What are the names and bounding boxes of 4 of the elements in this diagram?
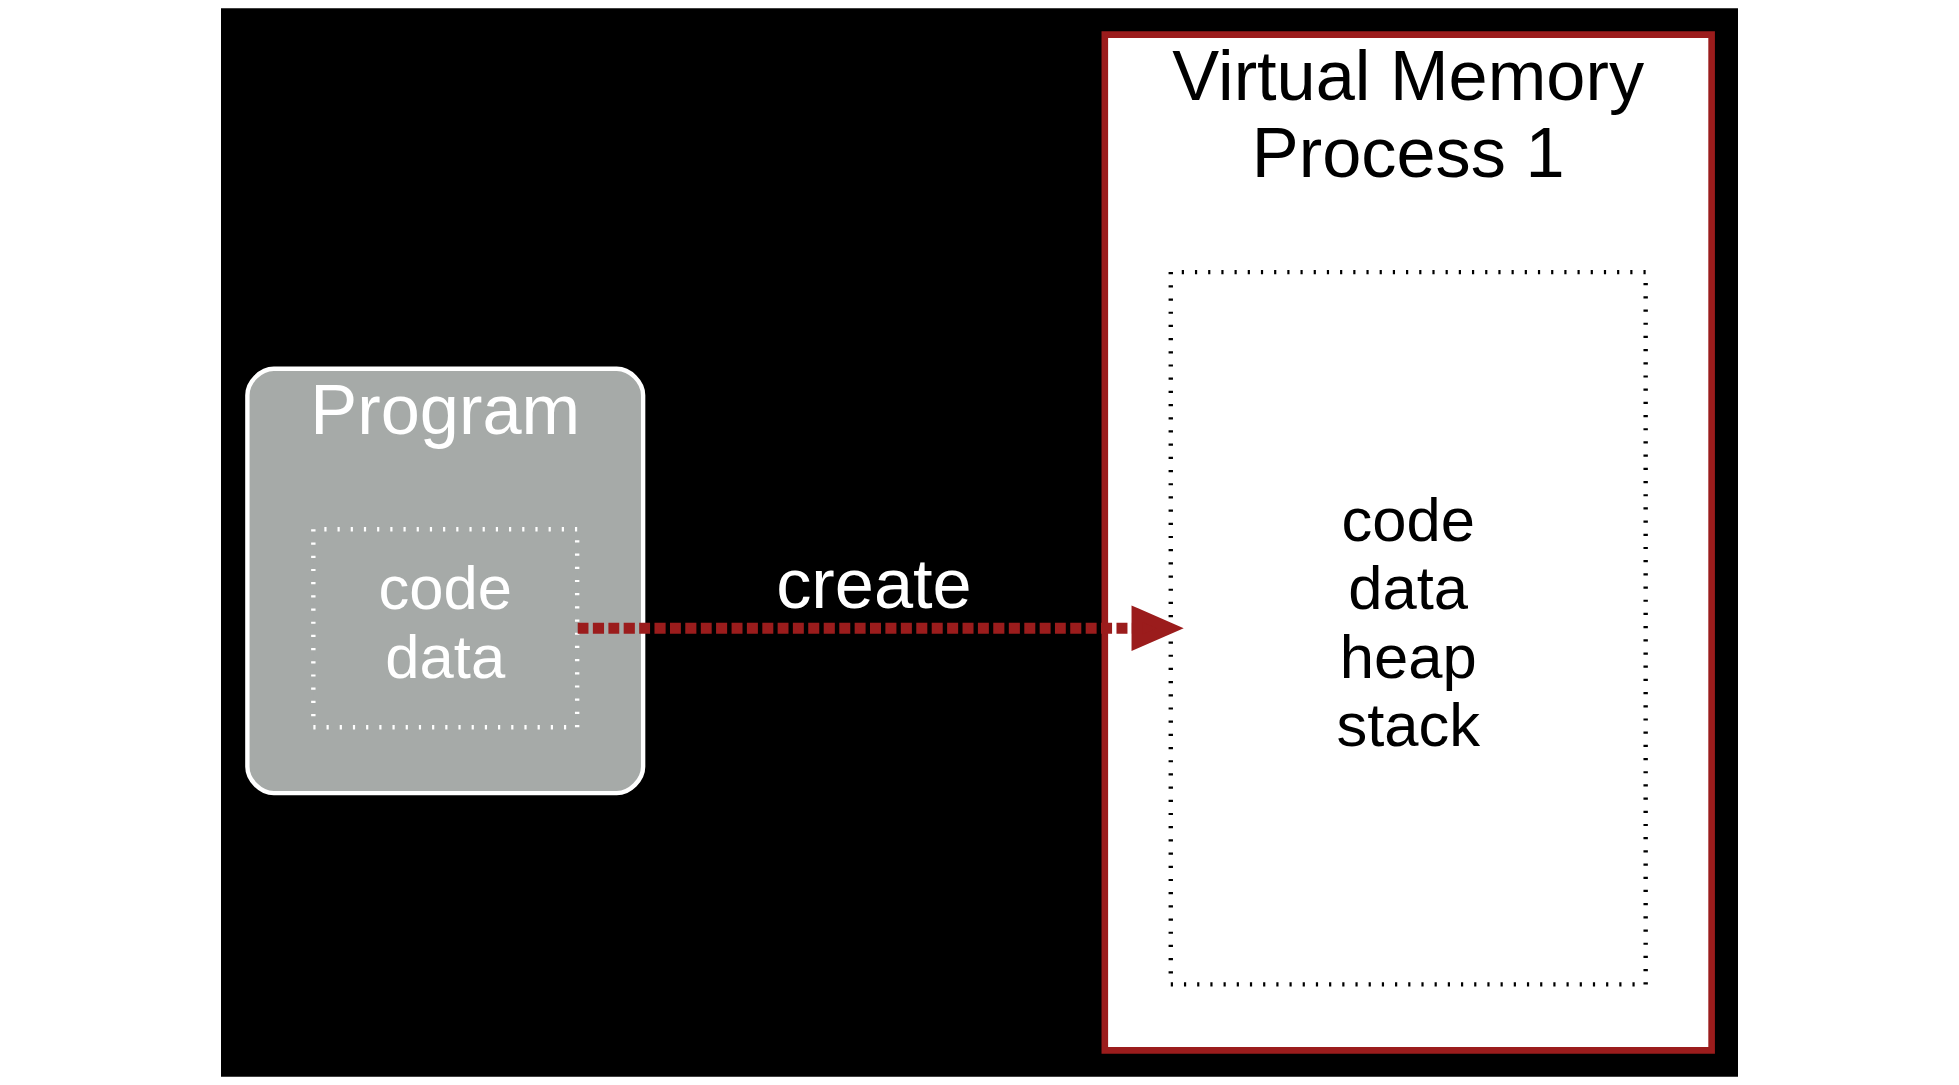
arrow <box>577 605 1184 652</box>
node-box: code data <box>311 527 580 730</box>
node-box: code data heap stack <box>1168 269 1648 987</box>
edge-label: create <box>776 543 972 623</box>
